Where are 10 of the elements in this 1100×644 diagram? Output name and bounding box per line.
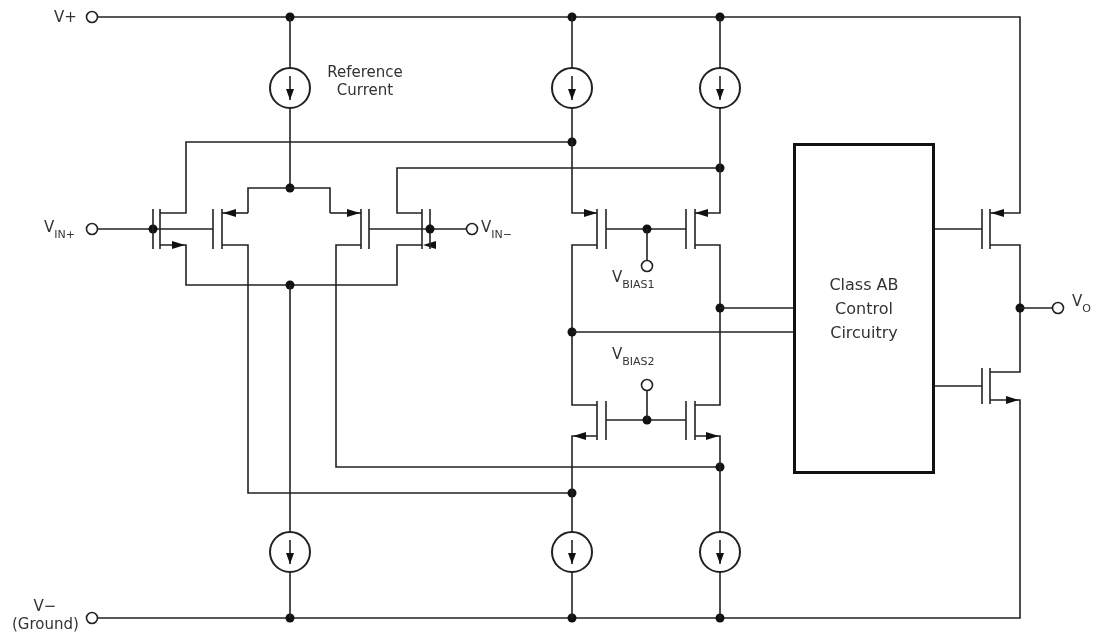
terminal-label: V$_{O}$ (1072, 292, 1091, 316)
terminal-label: V− (Ground) (12, 597, 78, 633)
terminal-label: V+ (54, 8, 77, 26)
terminal-label: V$_{BIAS2}$ (612, 345, 655, 369)
control-block (793, 143, 935, 474)
block-label: Class AB Control Circuitry (828, 273, 900, 344)
terminal-label: V$_{IN−}$ (481, 218, 512, 242)
terminal-label: V$_{BIAS1}$ (612, 268, 655, 292)
terminal-label: V$_{IN+}$ (44, 218, 75, 242)
current-label: Reference Current (326, 63, 404, 99)
